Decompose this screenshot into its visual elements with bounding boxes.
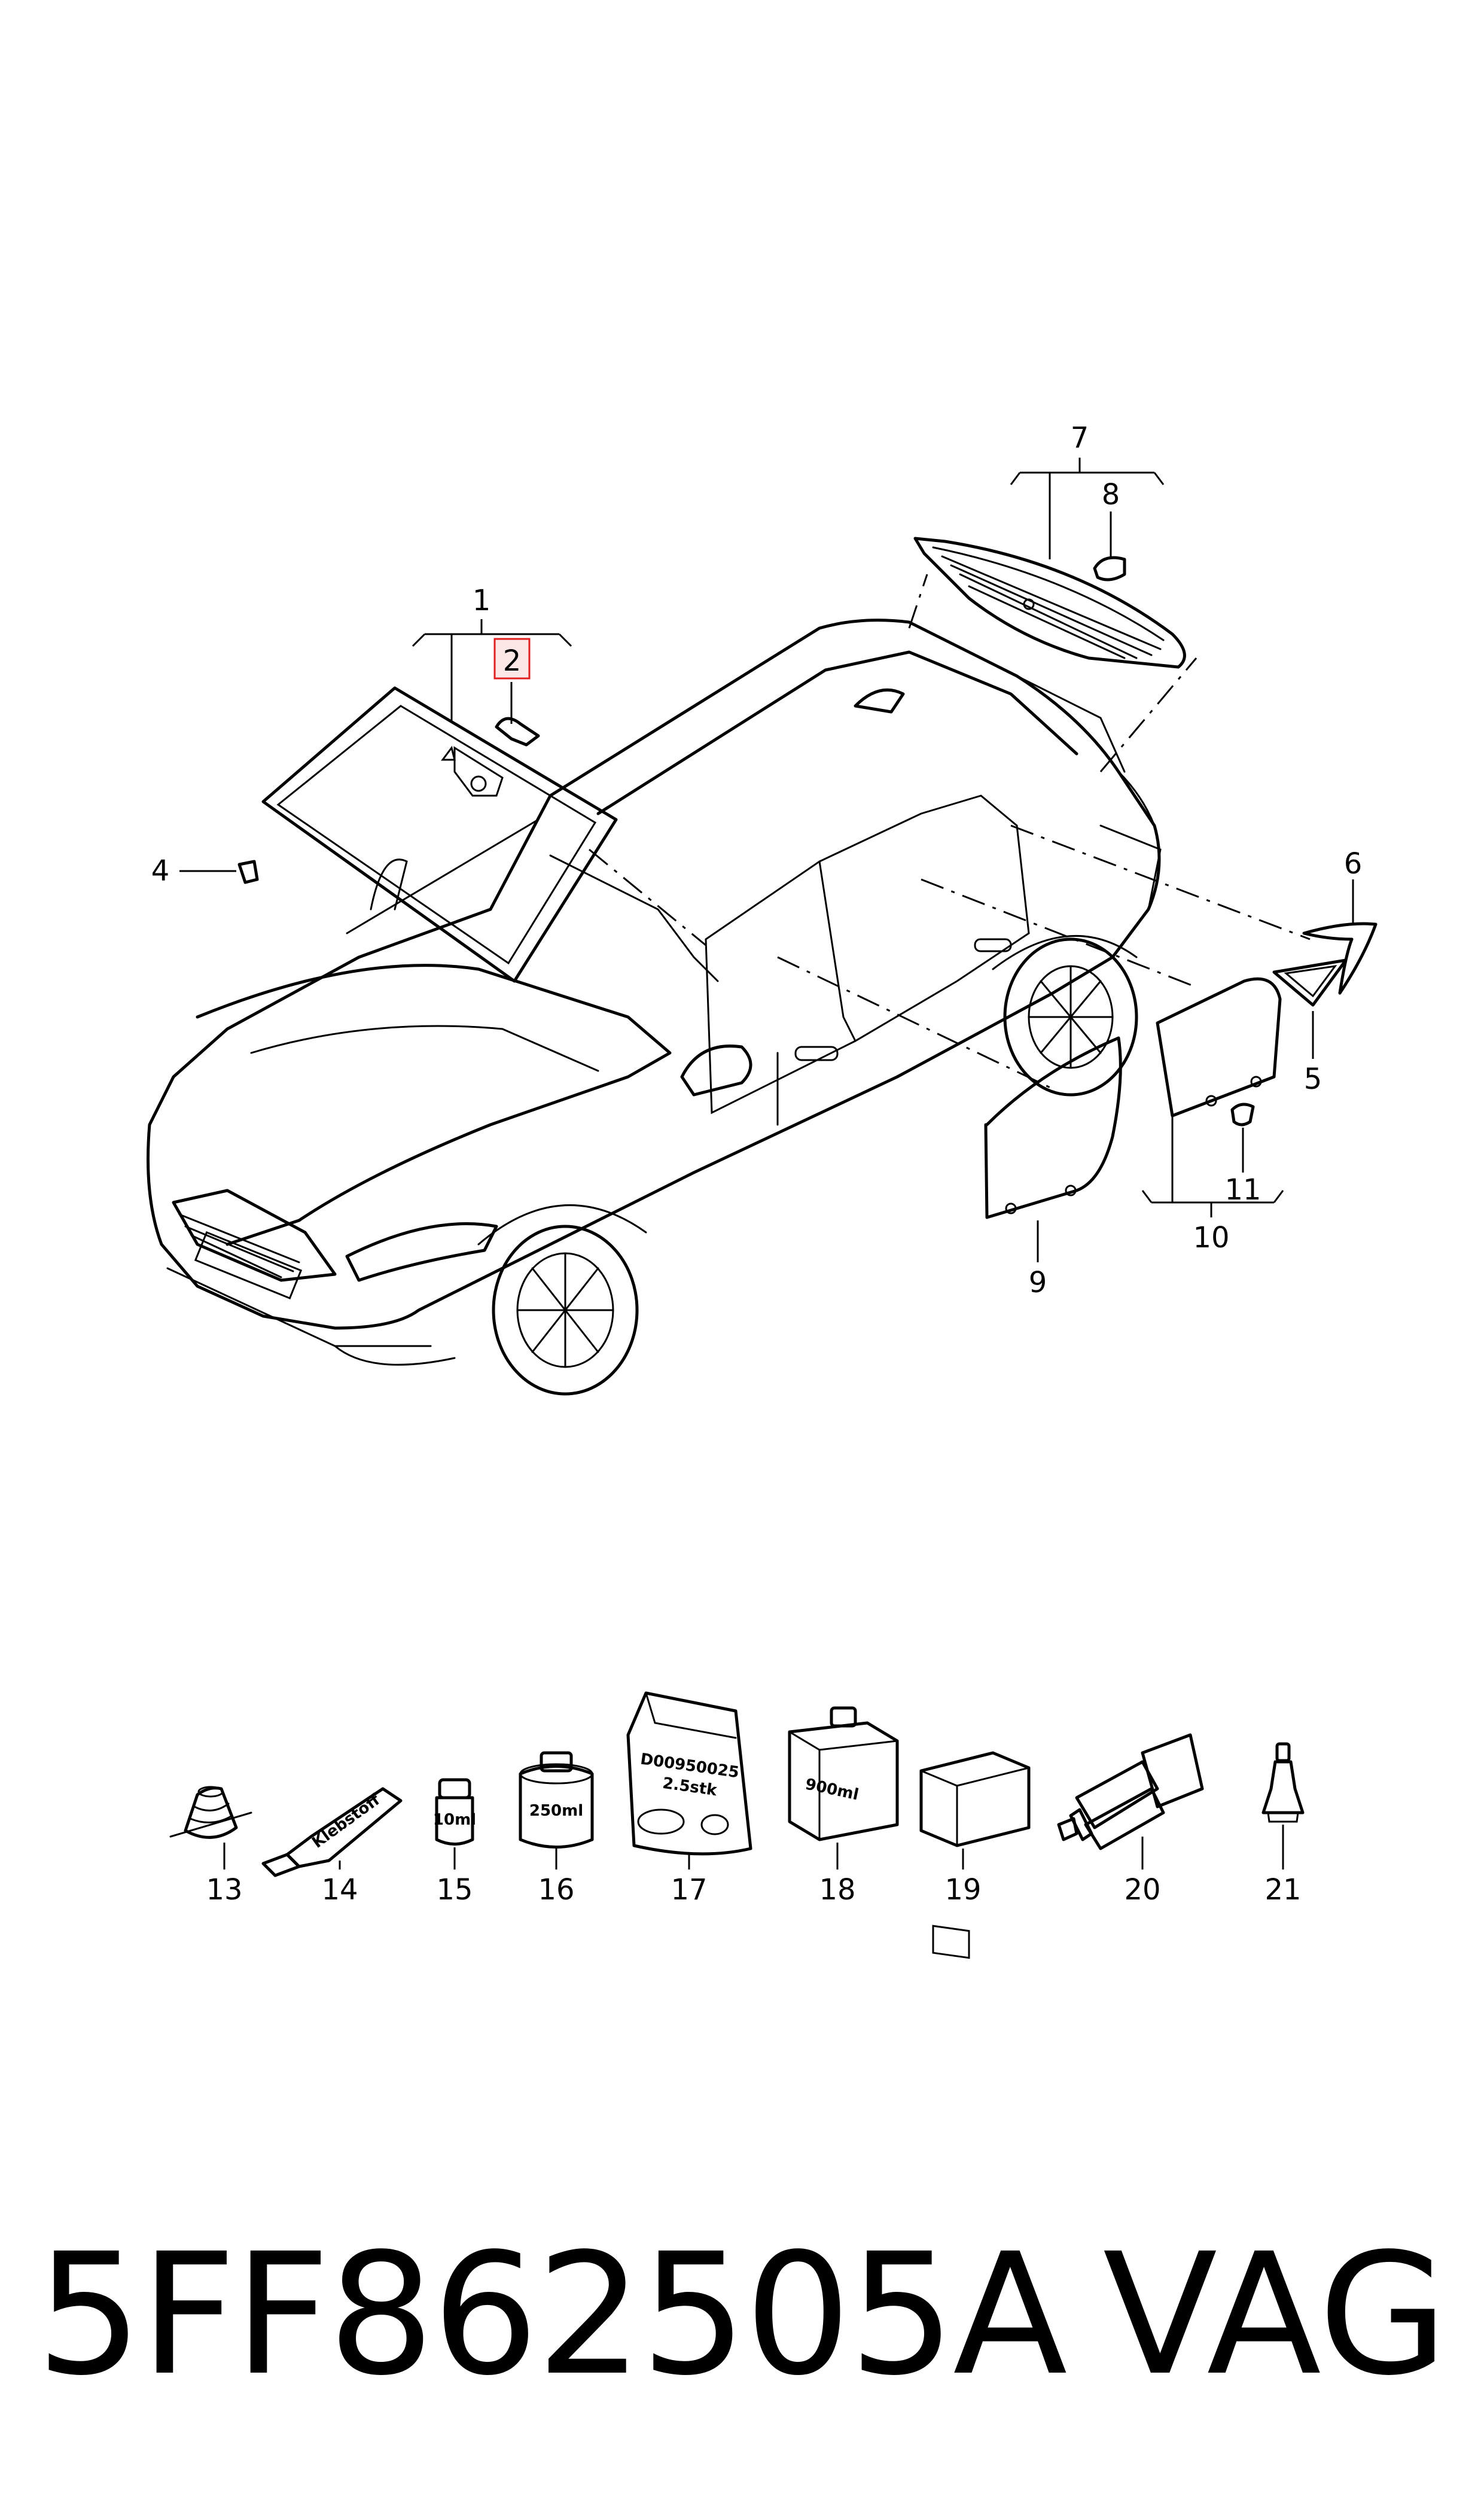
callout-2[interactable]: 2 — [493, 638, 531, 680]
callout-19-label: 19 — [944, 1873, 981, 1907]
callout-2-highlight — [493, 638, 531, 680]
callout-6-label: 6 — [1344, 847, 1363, 881]
assembly-lines — [589, 574, 1311, 1090]
pouch-part-17[interactable]: D00950025 2.5stk 17 — [626, 1691, 752, 1907]
car-body — [147, 619, 1162, 1396]
callout-1: 1 — [412, 584, 572, 721]
callout-8-label: 8 — [1102, 478, 1120, 511]
callout-4-label: 4 — [151, 854, 170, 888]
part-number: 5FF862505A — [36, 2218, 1068, 2413]
rear-window[interactable] — [913, 537, 1186, 669]
callout-10-label: 10 — [1193, 1221, 1229, 1255]
tube-label: Klebstoff — [309, 1791, 383, 1852]
nozzle-tip-part-21[interactable]: 21 — [1261, 1742, 1305, 1907]
small-bottle-label: 10ml — [433, 1811, 476, 1829]
callout-10: 10 — [1141, 1116, 1284, 1255]
cube-label: 900ml — [804, 1776, 861, 1804]
nozzle-cone-part-13[interactable]: 13 — [169, 1786, 252, 1907]
callout-13-label: 13 — [206, 1873, 242, 1907]
front-door-glass[interactable]: 9 — [984, 1036, 1122, 1299]
callout-1-label: 1 — [473, 584, 491, 617]
quarter-frame-part-6[interactable]: 6 — [1302, 847, 1378, 995]
adhesive-tube-part-14[interactable]: Klebstoff 14 — [261, 1787, 403, 1907]
callout-21-label: 21 — [1264, 1873, 1301, 1907]
callout-11-label: 11 — [1224, 1173, 1261, 1207]
cube-container-part-18[interactable]: 900ml 18 — [788, 1706, 899, 1907]
cartridge-part-20[interactable]: 20 — [1057, 1733, 1204, 1907]
callout-7: 7 — [1010, 421, 1165, 559]
callout-20-label: 20 — [1124, 1873, 1160, 1907]
callout-2-label: 2 — [503, 644, 522, 678]
brand-name: VAG — [1102, 2218, 1448, 2413]
clip-part-4[interactable]: 4 — [151, 854, 259, 888]
small-bottle-part-15[interactable]: 10ml 15 — [433, 1778, 476, 1907]
bush-part-11[interactable]: 11 — [1224, 1103, 1261, 1207]
callout-5-label: 5 — [1304, 1062, 1323, 1096]
pouch-code-label: D00950025 — [639, 1750, 741, 1782]
callout-16-label: 16 — [538, 1873, 574, 1907]
pouch-qty-label: 2.5stk — [662, 1774, 718, 1800]
quarter-glass-part-5[interactable]: 5 — [1272, 958, 1348, 1096]
can-label: 250ml — [529, 1802, 583, 1820]
sensor-bracket-part-2[interactable] — [495, 682, 540, 747]
callout-15-label: 15 — [436, 1873, 473, 1907]
windshield[interactable] — [261, 686, 618, 983]
callout-7-label: 7 — [1071, 421, 1089, 455]
callout-9-label: 9 — [1029, 1266, 1047, 1299]
callout-17-label: 17 — [671, 1873, 707, 1907]
can-part-16[interactable]: 250ml 16 — [519, 1751, 594, 1907]
cap-part-8[interactable]: 8 — [1093, 478, 1126, 581]
rear-door-glass[interactable] — [1156, 977, 1282, 1118]
box-part-19[interactable]: 19 — [919, 1751, 1031, 1959]
callout-18-label: 18 — [819, 1873, 855, 1907]
callout-14-label: 14 — [321, 1873, 358, 1907]
